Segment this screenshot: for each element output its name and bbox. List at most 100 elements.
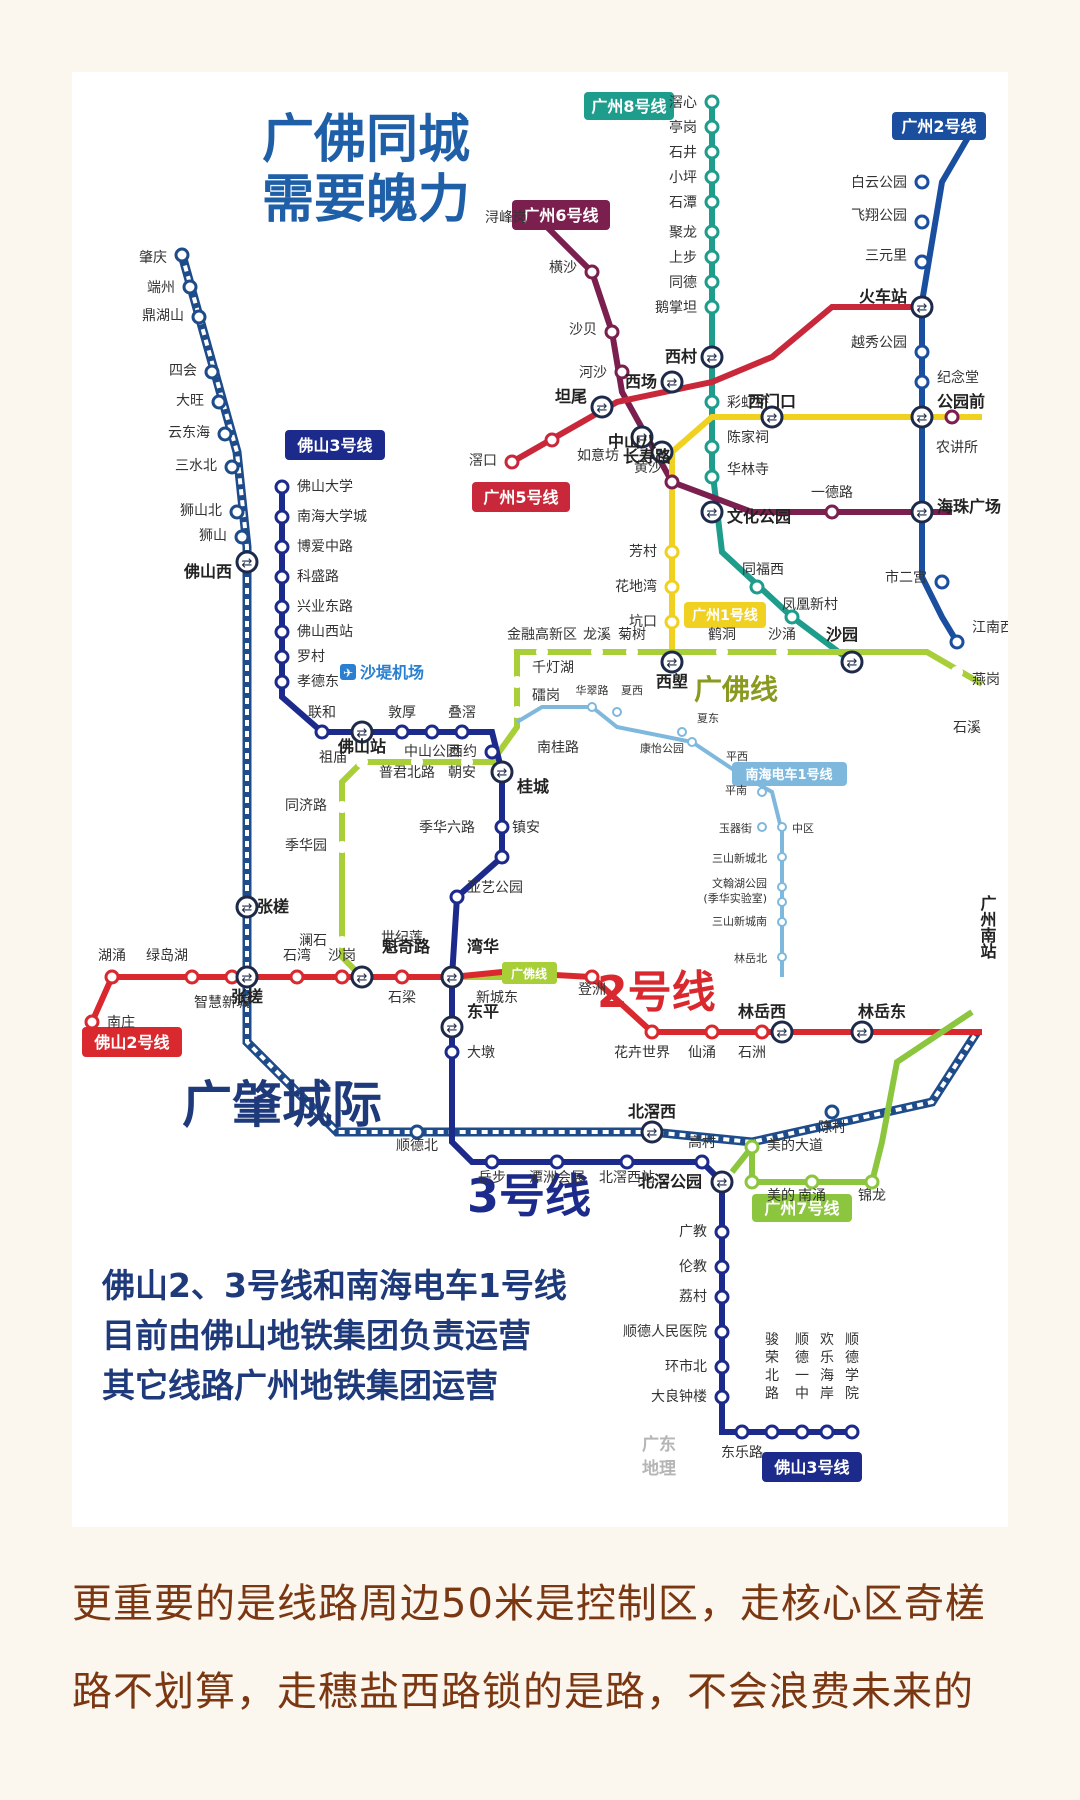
badge-gz8: 广州8号线 xyxy=(584,92,674,120)
station-dot-guangfo xyxy=(336,936,348,948)
station-dot-gzzj xyxy=(224,459,240,475)
station-dot-guangfo xyxy=(536,646,548,658)
station-label-fs3: 潭洲会展 xyxy=(529,1169,585,1186)
station-label-fs3: 西约 xyxy=(449,744,477,760)
station-dot-gz8 xyxy=(704,249,720,265)
station-dot-fs3 xyxy=(694,1154,710,1170)
station-label-gz7: 锦龙 xyxy=(858,1187,886,1204)
station-label-fs3: 顺德人民医院 xyxy=(623,1324,707,1340)
station-dot-gz8 xyxy=(749,579,765,595)
station-label-gz2: 三元里 xyxy=(865,248,907,264)
station-dot-nh1 xyxy=(757,822,767,832)
badge-fs3-top: 佛山3号线 xyxy=(285,430,385,460)
station-dot-fs2 xyxy=(334,969,350,985)
station-label-gz8: 凤凰新村 xyxy=(782,597,838,613)
station-dot-gz8 xyxy=(704,439,720,455)
transfer-station-icon: ⇄ xyxy=(700,500,724,524)
note-line2: 目前由佛山地铁集团负责运营 xyxy=(102,1316,531,1355)
svg-text:⇄: ⇄ xyxy=(242,556,253,571)
station-dot-gz8 xyxy=(704,469,720,485)
station-dot-fs2 xyxy=(754,1024,770,1040)
station-dot-guangfo xyxy=(511,706,523,718)
svg-text:⇄: ⇄ xyxy=(917,301,928,316)
station-label-guangfo: 燕岗 xyxy=(972,672,1000,688)
station-label-nh1: 三山新城北 xyxy=(712,851,767,865)
station-label-nh1: 夏西 xyxy=(621,684,643,697)
svg-text:广州2号线: 广州2号线 xyxy=(901,117,976,136)
station-dot-gzzj xyxy=(234,529,250,545)
station-label-guangfo: 龙溪 xyxy=(583,627,611,643)
station-label-gz5: 西场 xyxy=(625,372,657,391)
station-label-gz8: 石潭 xyxy=(669,194,697,211)
station-label-gz6: 一德路 xyxy=(811,485,853,501)
station-label-gz5: 如意坊 xyxy=(577,447,619,464)
station-dot-nh1 xyxy=(777,822,787,832)
station-dot-gz7 xyxy=(744,1174,760,1190)
station-label-fs3: 北滘西站 xyxy=(599,1170,655,1186)
station-dot-gz6 xyxy=(824,504,840,520)
svg-text:⇄: ⇄ xyxy=(707,351,718,366)
station-dot-fs3 xyxy=(549,1154,565,1170)
station-label-fs3-east: 岸 xyxy=(820,1386,834,1402)
station-label-gz7: 美的 xyxy=(767,1188,795,1204)
station-label-fs2: 湖涌 xyxy=(98,948,126,964)
badge-gz2: 广州2号线 xyxy=(892,112,986,140)
transfer-station-icon: ⇄ xyxy=(590,395,614,419)
transfer-station-icon: ⇄ xyxy=(770,1020,794,1044)
station-label-fs3: 南海大学城 xyxy=(297,509,367,525)
station-dot-nh1 xyxy=(777,852,787,862)
transfer-station-icon: ⇄ xyxy=(440,1015,464,1039)
svg-text:⇄: ⇄ xyxy=(657,446,668,461)
station-label-fs3: 东乐路 xyxy=(721,1445,763,1461)
station-label-gz2: 白云公园 xyxy=(851,175,907,191)
station-label-gz1: 芳村 xyxy=(629,543,657,560)
station-dot-fs3 xyxy=(274,569,290,585)
station-dot-fs3-east xyxy=(794,1424,810,1440)
station-dot-gzzj xyxy=(217,426,233,442)
station-dot-gz2 xyxy=(914,254,930,270)
svg-text:⇄: ⇄ xyxy=(767,411,778,426)
station-label-fs3: 佛山西站 xyxy=(297,624,353,640)
station-dot-gzzj xyxy=(409,1124,425,1140)
map-card: ⇄⇄⇄⇄⇄⇄⇄⇄⇄⇄⇄⇄⇄⇄⇄⇄⇄⇄⇄⇄⇄⇄⇄⇄ 广州8号线 广州2号线 广州6… xyxy=(72,72,1008,1527)
svg-text:佛山3号线: 佛山3号线 xyxy=(773,1458,849,1477)
station-label-guangfo: 礌岗 xyxy=(532,688,560,704)
label-line2-big: 2号线 xyxy=(597,967,716,1018)
station-label-gz6: 河沙 xyxy=(579,365,607,381)
station-label-fs3: 叠滘 xyxy=(448,705,476,721)
station-dot-fs3 xyxy=(274,509,290,525)
badge-nh1: 南海电车1号线 xyxy=(732,762,847,786)
station-label-gz5: 西门口 xyxy=(748,392,796,411)
station-label-fs3-east: 乐 xyxy=(820,1350,834,1366)
transfer-station-icon: ⇄ xyxy=(440,965,464,989)
station-label-nh1: 夏东 xyxy=(697,712,719,725)
station-dots xyxy=(84,94,988,1440)
station-label-guangfo: 同济路 xyxy=(285,798,327,814)
station-label-gz5: 滘口 xyxy=(469,453,497,469)
station-dot-fs3 xyxy=(734,1424,750,1440)
station-label-gz6: 黄沙 xyxy=(634,459,662,476)
transfer-station-icon: ⇄ xyxy=(700,345,724,369)
station-label-guangfo: 祖庙 xyxy=(319,750,347,766)
station-label-gzzj: 陈村 xyxy=(818,1119,846,1136)
station-label-fs3: 科盛路 xyxy=(297,569,339,585)
svg-text:广州7号线: 广州7号线 xyxy=(764,1199,839,1218)
station-label-fs2: 沙岗 xyxy=(328,948,356,964)
station-dot-gz5 xyxy=(544,432,560,448)
station-label-gz6: 浔峰岗 xyxy=(485,210,527,226)
station-label-gzzj: 张槎 xyxy=(257,897,289,916)
line-guangzhao-intercity xyxy=(177,253,981,1147)
station-dot-fs3 xyxy=(714,1259,730,1275)
svg-text:广州6号线: 广州6号线 xyxy=(523,206,598,225)
station-label-fs2: 登洲 xyxy=(578,982,606,998)
transfer-station-icon: ⇄ xyxy=(840,650,864,674)
station-dot-guangfo xyxy=(591,646,603,658)
svg-text:⇄: ⇄ xyxy=(357,726,368,741)
station-dot-nh1 xyxy=(777,897,787,907)
station-dot-nh1 xyxy=(677,727,687,737)
station-label-fs2: 南庄 xyxy=(107,1014,135,1031)
station-label-gzzj: 云东海 xyxy=(168,425,210,441)
station-dot-fs2 xyxy=(644,1024,660,1040)
station-dot-gz8 xyxy=(704,144,720,160)
station-label-fs3: 敦厚 xyxy=(388,705,416,721)
